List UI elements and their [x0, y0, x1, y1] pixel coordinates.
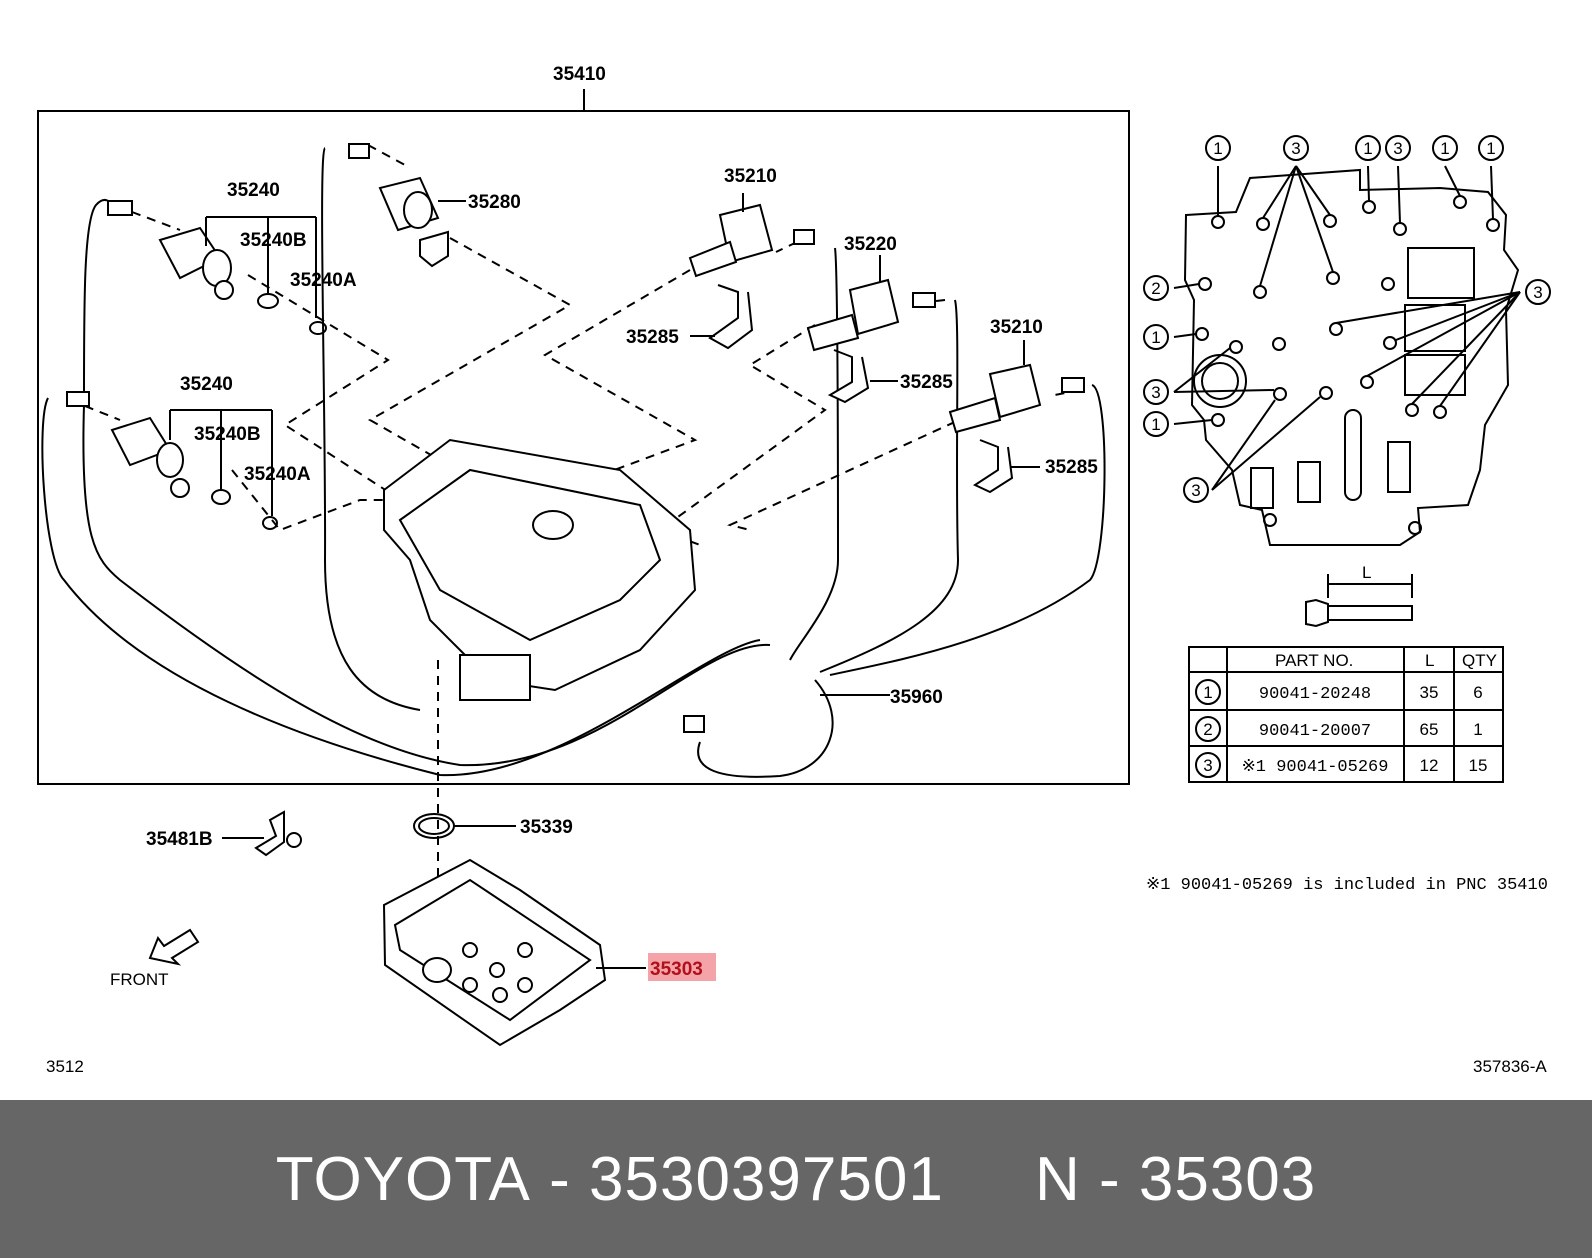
table-header-part-no: PART NO. — [1275, 651, 1353, 670]
bolt-marker: 3 — [1385, 135, 1411, 161]
label-35240-lower: 35240 — [180, 374, 233, 395]
label-35960: 35960 — [890, 687, 943, 708]
footer-separator: - — [530, 1144, 589, 1214]
label-35303: 35303 — [650, 959, 703, 980]
table-key-circle — [1195, 752, 1221, 778]
pnc-number: 35303 — [1138, 1144, 1317, 1214]
label-35220: 35220 — [844, 234, 897, 255]
table-cell-qty: 6 — [1473, 683, 1482, 702]
bolt-marker: 1 — [1478, 135, 1504, 161]
label-35481b: 35481B — [146, 829, 213, 850]
bolt-marker: 1 — [1355, 135, 1381, 161]
bolt-marker: 1 — [1143, 411, 1169, 437]
bolt-marker: 2 — [1143, 275, 1169, 301]
pnc-prefix: N — [1034, 1144, 1081, 1214]
bolt-marker: 1 — [1143, 324, 1169, 350]
bolt-marker-number: 1 — [1486, 139, 1495, 158]
bolt-marker-number: 3 — [1191, 481, 1200, 500]
label-35210-top: 35210 — [724, 166, 777, 187]
label-35240a-lower: 35240A — [244, 464, 311, 485]
label-35285-c: 35285 — [1045, 457, 1098, 478]
label-35240a-upper: 35240A — [290, 270, 357, 291]
ref-code: 357836-A — [1473, 1057, 1547, 1076]
table-header-qty: QTY — [1462, 651, 1497, 670]
bolt-marker-number: 3 — [1151, 383, 1160, 402]
table-key-circle — [1195, 679, 1221, 705]
table-cell-part: ※1 90041-05269 — [1242, 758, 1389, 777]
bolt-marker-number: 1 — [1440, 139, 1449, 158]
bolt-marker-number: 1 — [1151, 415, 1160, 434]
part-number: 3530397501 — [589, 1144, 944, 1214]
bolt-marker-group: 1 3 1 3 1 1 2 3 1 3 1 3 — [1143, 135, 1551, 503]
bolt-marker-number: 1 — [1363, 139, 1372, 158]
label-35339: 35339 — [520, 817, 573, 838]
table-cell-key: 2 — [1203, 720, 1212, 739]
bolt-marker: 1 — [1432, 135, 1458, 161]
table-cell-part: 90041-20007 — [1259, 722, 1371, 741]
bolt-marker-number: 1 — [1213, 139, 1222, 158]
brand-name: TOYOTA — [275, 1144, 531, 1214]
table-header-l: L — [1425, 651, 1434, 670]
front-label: FRONT — [110, 970, 169, 989]
table-cell-key: 1 — [1203, 683, 1212, 702]
parts-diagram: 35410 35240 35240B 35240A 35280 35240 35… — [37, 64, 1551, 1076]
footer-separator-2: - — [1080, 1144, 1139, 1214]
table-cell-qty: 15 — [1469, 756, 1488, 775]
bolt-marker-number: 3 — [1533, 283, 1542, 302]
bolt-marker: 3 — [1183, 477, 1209, 503]
bolt-marker-number: 3 — [1393, 139, 1402, 158]
bolt-marker: 3 — [1283, 135, 1309, 161]
label-35280: 35280 — [468, 192, 521, 213]
page-code: 3512 — [46, 1057, 84, 1076]
label-35240-upper: 35240 — [227, 180, 280, 201]
bolt-marker-number: 3 — [1291, 139, 1300, 158]
table-cell-qty: 1 — [1473, 720, 1482, 739]
label-35240b-lower: 35240B — [194, 424, 261, 445]
part-footer-bar: TOYOTA - 3530397501 N - 35303 — [0, 1100, 1592, 1258]
part-footer-text: TOYOTA - 3530397501 N - 35303 — [0, 1100, 1592, 1258]
label-35285-a: 35285 — [626, 327, 679, 348]
table-key-circle — [1195, 716, 1221, 742]
label-35285-b: 35285 — [900, 372, 953, 393]
table-cell-part: 90041-20248 — [1259, 685, 1371, 704]
strainer-label-highlight — [648, 953, 716, 981]
assembly-label: 35410 — [553, 64, 606, 85]
bolt-marker: 1 — [1205, 135, 1231, 161]
label-35240b-upper: 35240B — [240, 230, 307, 251]
table-rows: 1 90041-20248 35 6 2 90041-20007 65 1 3 ※1 90041-… — [1195, 679, 1488, 778]
bolt-marker: 3 — [1525, 279, 1551, 305]
table-cell-l: 35 — [1420, 683, 1439, 702]
bolt-marker-number: 2 — [1151, 279, 1160, 298]
bolt-marker: 3 — [1143, 379, 1169, 405]
label-35210-right: 35210 — [990, 317, 1043, 338]
footnote: ※1 90041-05269 is included in PNC 35410 — [1146, 876, 1548, 895]
bolt-length-label: L — [1362, 563, 1371, 582]
table-cell-key: 3 — [1203, 756, 1212, 775]
footer-gap — [944, 1144, 1035, 1215]
table-cell-l: 65 — [1420, 720, 1439, 739]
assembly-frame — [37, 110, 1130, 785]
table-cell-l: 12 — [1420, 756, 1439, 775]
bolt-marker-number: 1 — [1151, 328, 1160, 347]
